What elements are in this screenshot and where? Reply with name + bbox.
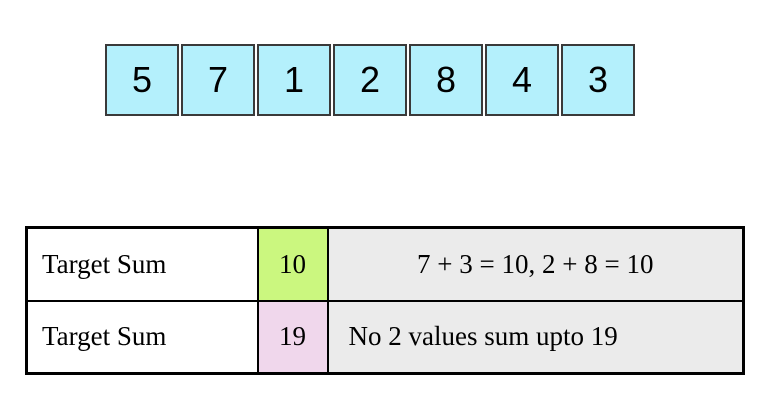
target-sum-note: 7 + 3 = 10, 2 + 8 = 10 [326,226,745,302]
target-sum-note: No 2 values sum upto 19 [326,299,745,375]
input-array: 5 7 1 2 8 4 3 [105,44,635,116]
target-sum-value: 10 [256,226,329,302]
table-row: Target Sum 19 No 2 values sum upto 19 [25,299,745,375]
array-cell: 3 [561,44,635,116]
array-cell: 7 [181,44,255,116]
target-sum-value: 19 [256,299,329,375]
array-cell: 5 [105,44,179,116]
target-sum-label: Target Sum [25,299,259,375]
table-row: Target Sum 10 7 + 3 = 10, 2 + 8 = 10 [25,226,745,302]
array-cell: 4 [485,44,559,116]
target-sum-table: Target Sum 10 7 + 3 = 10, 2 + 8 = 10 Tar… [25,226,745,375]
array-cell: 2 [333,44,407,116]
array-cell: 8 [409,44,483,116]
target-sum-label: Target Sum [25,226,259,302]
array-cell: 1 [257,44,331,116]
